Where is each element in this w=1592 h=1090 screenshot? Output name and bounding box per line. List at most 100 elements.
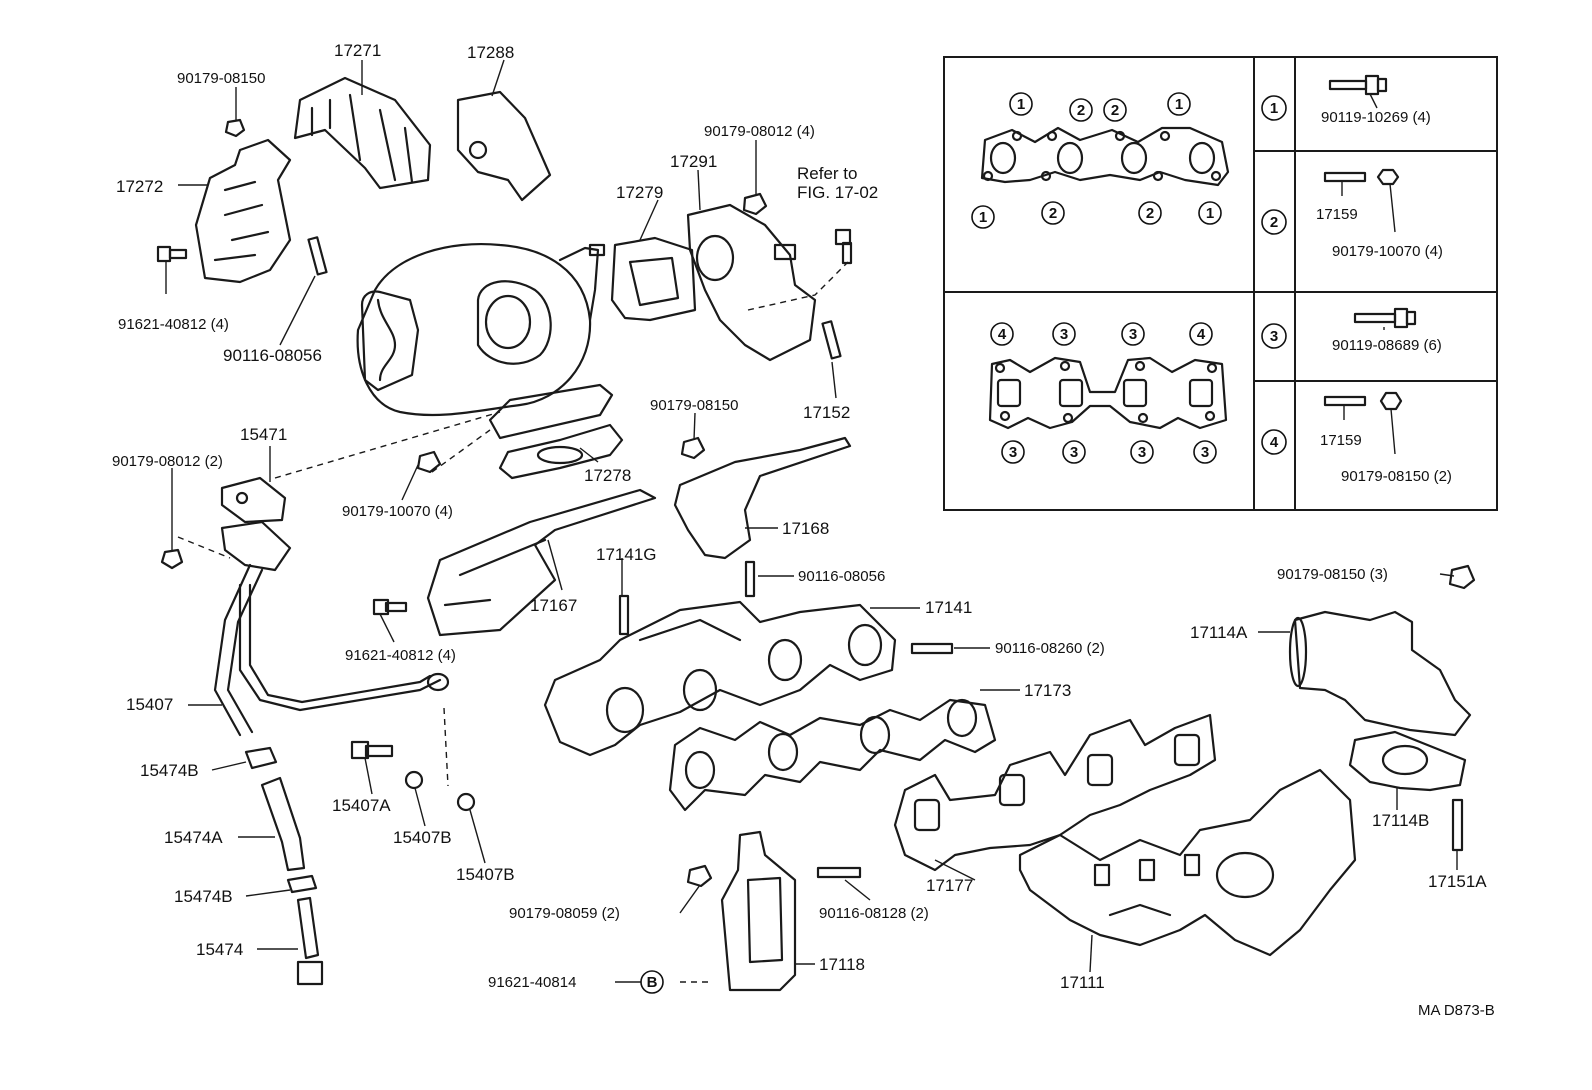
manifold-stay-17118 <box>720 830 797 992</box>
intake-manifold-17111 <box>1018 768 1357 957</box>
label-15407B-b: 15407B <box>456 865 515 884</box>
nut-90179-08012 <box>742 192 768 216</box>
label-17291: 17291 <box>670 152 717 171</box>
stud-90116-08128 <box>816 866 862 879</box>
row-marker-3: 3 <box>1270 328 1278 345</box>
nut-90179-10070 <box>416 450 442 474</box>
callout-labels: 17271 17288 90179-08150 17272 91621-4081… <box>112 41 1495 1019</box>
oil-pipe-15407 <box>213 520 450 737</box>
label-15407: 15407 <box>126 695 173 714</box>
gasket-17177 <box>893 713 1217 872</box>
gasket-17279 <box>610 236 697 322</box>
stud-90116-08260 <box>910 642 954 655</box>
label-90179-08150-3: 90179-08150 (3) <box>1277 566 1388 583</box>
diagram-code: MA D873-B <box>1418 1002 1495 1019</box>
label-91621-40812-left: 91621-40812 (4) <box>118 316 229 333</box>
marker-text: 3 <box>1009 444 1017 461</box>
label-90179-08150-center: 90179-08150 <box>650 397 738 414</box>
label-17168: 17168 <box>782 519 829 538</box>
bolt-91621-40812 <box>156 245 188 263</box>
marker-B <box>640 970 664 994</box>
label-refer-line2: FIG. 17-02 <box>797 183 878 202</box>
upper-gasket-markers: 1 2 2 1 1 2 2 1 <box>971 92 1222 229</box>
legend-part-label: 90119-08689 (6) <box>1332 337 1442 354</box>
label-90116-08056-center: 90116-08056 <box>798 568 885 585</box>
stud-17141G <box>618 594 630 636</box>
legend-table: 1 2 2 1 1 2 2 1 4 3 3 4 3 3 <box>943 56 1498 511</box>
label-17141G: 17141G <box>596 545 657 564</box>
intake-gasket-drawing <box>988 356 1228 430</box>
stud-90116-08056 <box>307 236 328 276</box>
clamp-15474B <box>244 746 278 770</box>
exhaust-gasket-drawing <box>980 126 1230 187</box>
label-15474: 15474 <box>196 940 243 959</box>
label-91621-40812-center: 91621-40812 (4) <box>345 647 456 664</box>
label-17114B: 17114B <box>1372 811 1429 830</box>
row-marker-2: 2 <box>1270 214 1278 231</box>
label-90179-10070-4: 90179-10070 (4) <box>342 503 453 520</box>
marker-text: 3 <box>1060 326 1068 343</box>
label-90179-08059-2: 90179-08059 (2) <box>509 905 620 922</box>
label-90179-08150-top: 90179-08150 <box>177 70 265 87</box>
washer-15407B <box>404 770 424 790</box>
turbocharger <box>356 243 614 440</box>
label-17271: 17271 <box>334 41 381 60</box>
label-17288: 17288 <box>467 43 514 62</box>
nut-90179-08012-left <box>160 548 184 570</box>
row-marker-1: 1 <box>1270 100 1278 117</box>
label-15474B-bottom: 15474B <box>174 887 233 906</box>
label-17167: 17167 <box>530 596 577 615</box>
washer-15407B-2 <box>456 792 476 812</box>
heat-shield-17271 <box>293 76 432 190</box>
marker-text: 2 <box>1077 102 1085 119</box>
nut-90179-08150-center <box>680 436 706 460</box>
label-90179-08012-2: 90179-08012 (2) <box>112 453 223 470</box>
stud-90116-08056-center <box>744 560 756 598</box>
gasket-17278 <box>498 423 624 480</box>
label-17177: 17177 <box>926 876 973 895</box>
union-15474 <box>296 896 324 986</box>
bolt-refer <box>834 228 853 265</box>
heat-shield-17168 <box>673 436 852 560</box>
bolt-91621-40812-center <box>372 598 408 616</box>
legend-fasteners <box>1323 74 1417 411</box>
legend-part-label: 17159 <box>1316 206 1358 223</box>
label-17173: 17173 <box>1024 681 1071 700</box>
assembly-dashed-lines <box>177 261 849 983</box>
label-17279: 17279 <box>616 183 663 202</box>
nut-90179-08059 <box>686 864 713 888</box>
marker-text: 1 <box>1175 96 1183 113</box>
label-15407A: 15407A <box>332 796 391 815</box>
legend-part-label: 90179-08150 (2) <box>1341 468 1452 485</box>
marker-text: 4 <box>1197 326 1206 343</box>
marker-text: 1 <box>1206 205 1214 222</box>
leader-lines <box>165 59 1458 983</box>
marker-text: 3 <box>1070 444 1078 461</box>
marker-text: 4 <box>998 326 1007 343</box>
stud-17151A <box>1451 798 1464 852</box>
marker-text: 3 <box>1129 326 1137 343</box>
marker-text: 3 <box>1138 444 1146 461</box>
label-15407B-a: 15407B <box>393 828 452 847</box>
label-17141: 17141 <box>925 598 972 617</box>
label-17278: 17278 <box>584 466 631 485</box>
label-refer-line1: Refer to <box>797 164 857 183</box>
label-15474B-top: 15474B <box>140 761 199 780</box>
label-17272: 17272 <box>116 177 163 196</box>
heat-shield-17288 <box>456 90 552 202</box>
union-bolt-15407A <box>350 740 394 760</box>
marker-text: 3 <box>1201 444 1209 461</box>
gasket-15471 <box>220 476 287 524</box>
label-90179-08012-4: 90179-08012 (4) <box>704 123 815 140</box>
stud-17152 <box>821 320 842 360</box>
intake-elbow-17114A <box>1288 610 1472 737</box>
clamp-15474B-bottom <box>286 874 318 894</box>
heat-insulator-17167 <box>426 488 657 637</box>
label-17111: 17111 <box>1060 973 1105 992</box>
label-90116-08128-2: 90116-08128 (2) <box>819 905 929 922</box>
label-17114A: 17114A <box>1190 623 1248 642</box>
hose-15474A <box>260 776 306 872</box>
label-17151A: 17151A <box>1428 872 1487 891</box>
marker-text: 2 <box>1049 205 1057 222</box>
